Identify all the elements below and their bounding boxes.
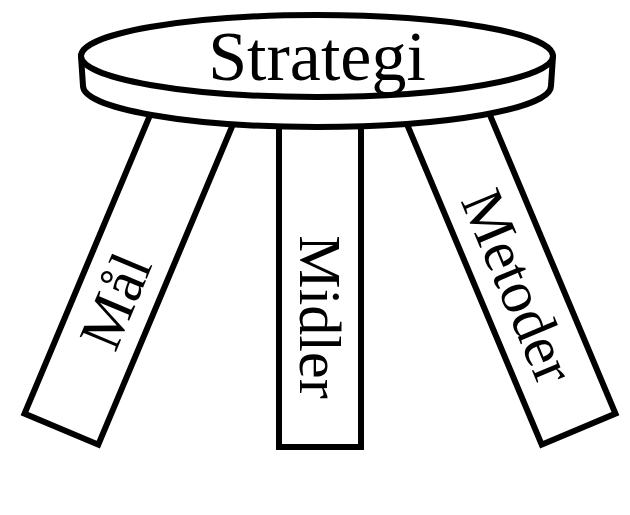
leg-label: Mål — [66, 243, 164, 358]
stool-leg: Midler — [276, 100, 364, 450]
seat-label: Strategi — [208, 18, 426, 95]
leg-label: Midler — [287, 235, 353, 398]
stool-leg: Metoder — [401, 83, 620, 448]
seat-top — [81, 15, 553, 97]
stool-seat: Strategi — [0, 0, 630, 140]
leg-label: Metoder — [449, 179, 589, 392]
stool-leg: Mål — [21, 83, 240, 448]
